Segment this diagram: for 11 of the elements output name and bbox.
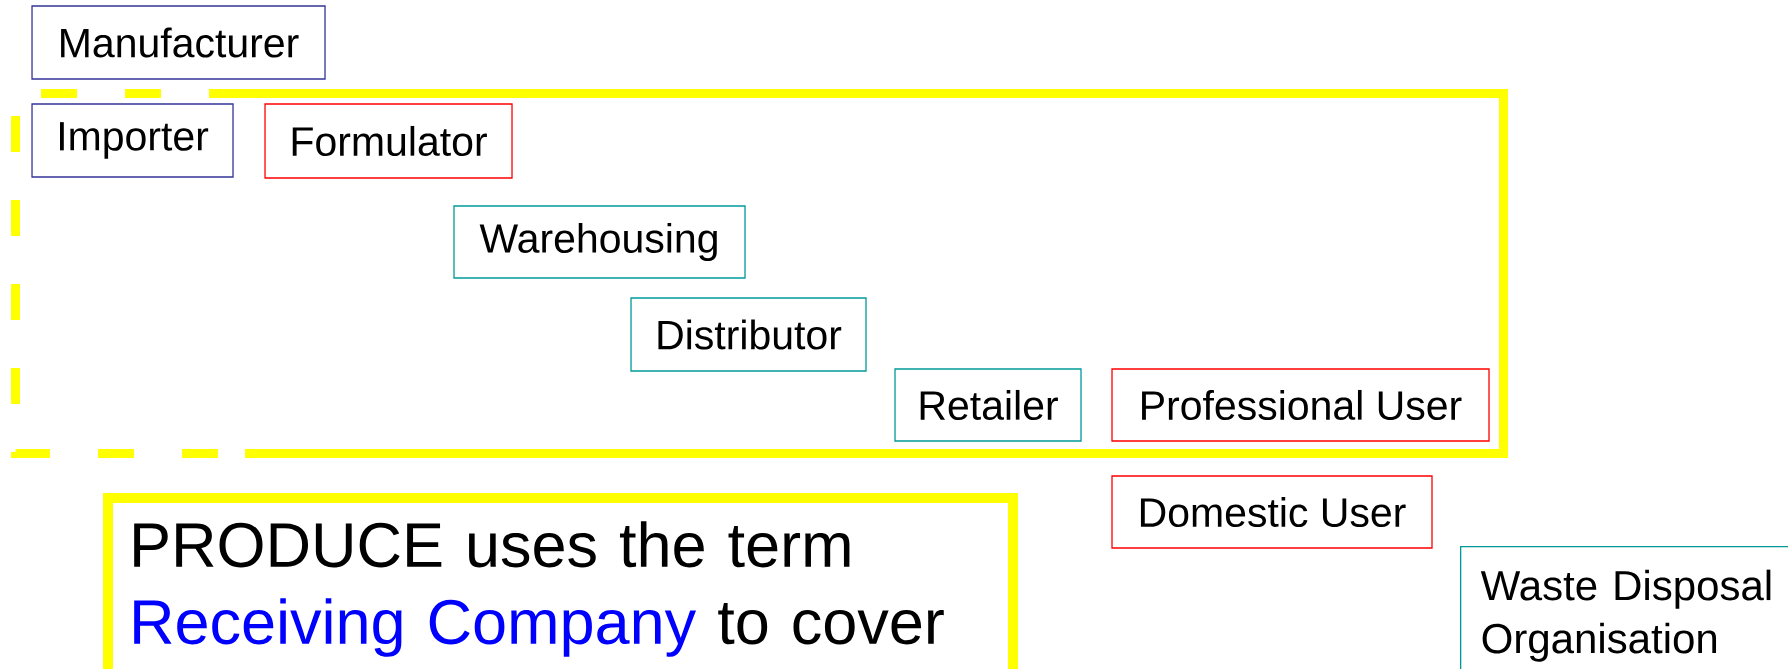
role-box: Importer <box>31 103 234 178</box>
role-box: Distributor <box>630 297 867 372</box>
role-box: Warehousing <box>453 205 746 279</box>
group-frame <box>11 89 1508 458</box>
role-box: Domestic User <box>1111 475 1433 549</box>
role-box: Formulator <box>264 103 513 179</box>
role-box: Retailer <box>894 368 1082 442</box>
role-box: Waste Disposal Organisation <box>1460 546 1788 669</box>
role-box: Manufacturer <box>31 5 326 80</box>
note-box: PRODUCE uses the term Receiving Company to cover <box>103 493 1018 669</box>
role-box: Professional User <box>1111 368 1490 442</box>
